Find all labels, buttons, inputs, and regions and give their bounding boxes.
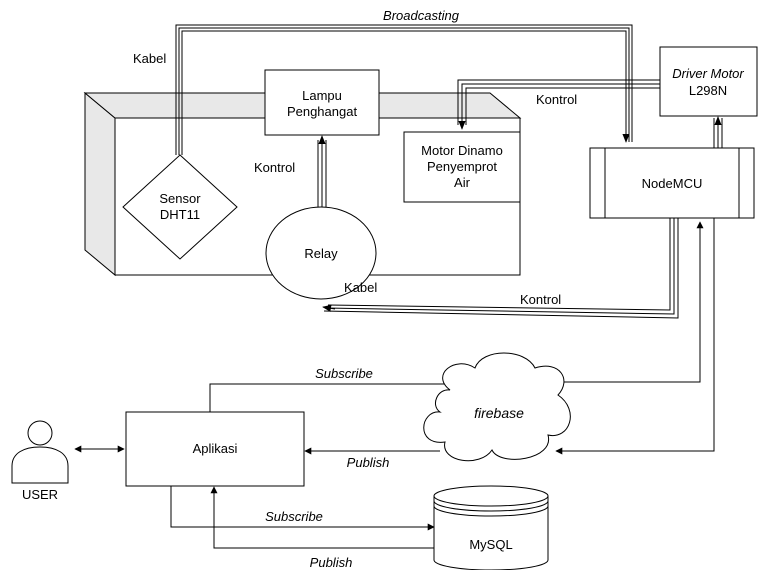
driver-motor-label-2: L298N (689, 83, 727, 98)
driver-motor-node: Driver Motor L298N (659, 46, 758, 117)
motor-dinamo-node: Motor Dinamo Penyemprot Air (403, 131, 521, 203)
sensor-label-2: DHT11 (160, 207, 200, 222)
kontrol-motor-connector (457, 79, 662, 130)
nodemcu-firebase-connectors (543, 218, 715, 455)
subscribe-mysql-label: Subscribe (265, 509, 323, 524)
publish-firebase-label: Publish (347, 455, 390, 470)
mysql-node: MySQL (433, 485, 549, 570)
user-label: USER (22, 487, 58, 502)
subscribe-firebase-connector (209, 380, 454, 412)
motor-dinamo-label-3: Air (454, 175, 471, 190)
nodemcu-node: NodeMCU (589, 147, 755, 219)
kabel-sensor-label: Kabel (133, 51, 166, 66)
firebase-label: firebase (474, 405, 524, 421)
firebase-node: firebase (423, 352, 571, 462)
motor-dinamo-label-1: Motor Dinamo (421, 143, 503, 158)
lampu-label-2: Penghangat (287, 104, 358, 119)
motor-dinamo-label-2: Penyemprot (427, 159, 497, 174)
kontrol-lampu-connector (317, 135, 327, 207)
relay-label: Relay (304, 246, 338, 261)
aplikasi-node: Aplikasi (125, 411, 305, 487)
user-icon (11, 420, 69, 484)
nodemcu-label: NodeMCU (642, 176, 703, 191)
broadcasting-label: Broadcasting (383, 8, 460, 23)
sensor-dht11-node: Sensor DHT11 (122, 154, 238, 260)
nodemcu-driver-connector (713, 116, 723, 148)
subscribe-firebase-label: Subscribe (315, 366, 373, 381)
relay-node: Relay (265, 206, 377, 300)
aplikasi-label: Aplikasi (193, 441, 238, 456)
sensor-label-1: Sensor (159, 191, 201, 206)
kontrol-lampu-label: Kontrol (254, 160, 295, 175)
subscribe-mysql-connector (170, 485, 435, 531)
lampu-label-1: Lampu (302, 88, 342, 103)
kontrol-motor-label: Kontrol (536, 92, 577, 107)
publish-mysql-connector (210, 486, 434, 549)
kontrol-relay-label: Kontrol (520, 292, 561, 307)
mysql-label: MySQL (469, 537, 512, 552)
user-node: USER (11, 420, 69, 502)
lampu-penghangat-node: Lampu Penghangat (264, 69, 380, 136)
publish-mysql-label: Publish (310, 555, 353, 570)
kontrol-relay-connector (322, 218, 679, 319)
driver-motor-label-1: Driver Motor (672, 66, 744, 81)
kabel-relay-label: Kabel (344, 280, 377, 295)
